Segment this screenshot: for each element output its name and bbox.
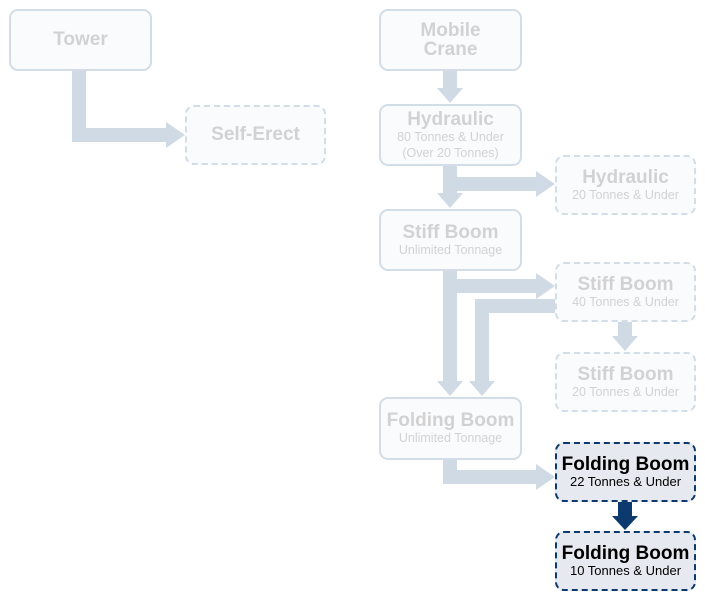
arrow-folding-to-folding22	[443, 460, 555, 490]
arrow-stiff-to-folding	[437, 271, 463, 396]
arrow-tower-to-self-erect	[72, 71, 185, 148]
arrow-hydraulic80-to-hydraulic20	[457, 171, 555, 197]
node-self-erect[interactable]: Self-Erect	[185, 105, 326, 165]
node-title: Folding Boom	[561, 542, 690, 564]
node-subtitle: 20 Tonnes & Under	[572, 384, 679, 399]
node-title: Stiff Boom	[577, 363, 674, 385]
node-subtitle: Unlimited Tonnage	[398, 431, 503, 445]
node-title: Folding Boom	[386, 410, 515, 431]
node-stiff-boom-20[interactable]: Stiff Boom 20 Tonnes & Under	[555, 352, 696, 412]
node-mobile-crane[interactable]: Mobile Crane	[379, 9, 522, 71]
node-title: Hydraulic	[407, 108, 494, 130]
node-folding-boom-22[interactable]: Folding Boom 22 Tonnes & Under	[555, 442, 696, 502]
node-title: Hydraulic	[582, 166, 669, 188]
node-title: Tower	[53, 29, 108, 50]
node-title: Self-Erect	[211, 124, 300, 145]
node-tower[interactable]: Tower	[9, 9, 152, 71]
node-subtitle: 40 Tonnes & Under	[572, 294, 679, 309]
node-title-line1: Mobile	[420, 20, 481, 41]
node-hydraulic-20[interactable]: Hydraulic 20 Tonnes & Under	[555, 155, 696, 215]
arrow-stiff40-to-folding	[469, 299, 555, 396]
node-hydraulic-80[interactable]: Hydraulic 80 Tonnes & Under (Over 20 Ton…	[379, 104, 522, 166]
arrow-hydraulic80-to-stiff	[437, 166, 463, 208]
node-stiff-boom-40[interactable]: Stiff Boom 40 Tonnes & Under	[555, 262, 696, 322]
node-folding-boom-10[interactable]: Folding Boom 10 Tonnes & Under	[555, 531, 696, 591]
node-folding-boom-unlimited[interactable]: Folding Boom Unlimited Tonnage	[379, 397, 522, 460]
arrow-stiff40-to-stiff20	[612, 322, 638, 351]
node-title: Folding Boom	[561, 453, 690, 475]
node-subtitle: 20 Tonnes & Under	[572, 187, 679, 202]
node-title-line2: Crane	[423, 39, 478, 60]
arrow-mobile-to-hydraulic80	[437, 71, 463, 103]
node-subtitle: Unlimited Tonnage	[398, 242, 503, 257]
node-stiff-boom-unlimited[interactable]: Stiff Boom Unlimited Tonnage	[379, 209, 522, 271]
arrow-folding22-to-folding10	[612, 502, 638, 530]
arrow-stiff-to-stiff40	[457, 273, 555, 299]
node-subtitle: 10 Tonnes & Under	[569, 562, 682, 578]
node-title: Stiff Boom	[402, 221, 499, 243]
node-subtitle: 80 Tonnes & Under	[397, 129, 504, 144]
node-title: Stiff Boom	[577, 273, 674, 295]
node-subtitle-2: (Over 20 Tonnes)	[402, 145, 499, 160]
node-subtitle: 22 Tonnes & Under	[569, 473, 682, 489]
